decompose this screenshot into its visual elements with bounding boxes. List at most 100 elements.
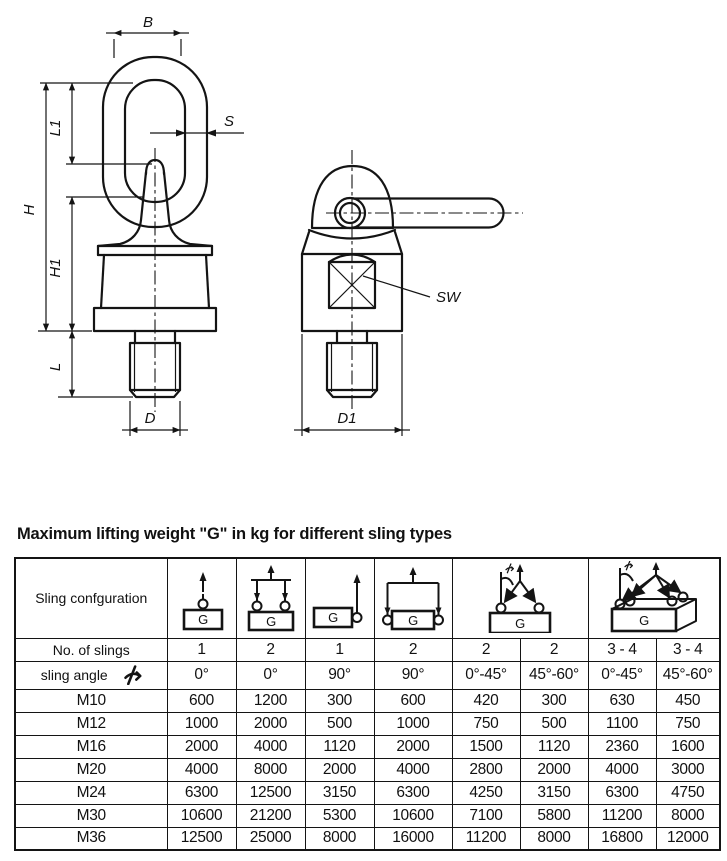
sling-angle-row: sling angle 0° 0° 90° 90° 0°-45° 45°-60°… — [14, 660, 721, 690]
weight-cell: 16000 — [373, 826, 453, 851]
weight-cell: 1000 — [373, 711, 453, 736]
sling-config-icon-6: G — [587, 557, 721, 639]
weight-cell: 16800 — [587, 826, 657, 851]
sling-angle-value: 0° — [166, 660, 237, 690]
weight-cell: 500 — [519, 711, 589, 736]
weight-cell: 600 — [373, 688, 453, 713]
weight-cell: 7100 — [451, 803, 521, 828]
weight-cell: 4000 — [166, 757, 237, 782]
sling-angle-value: 0°-45° — [451, 660, 521, 690]
weight-cell: 5300 — [304, 803, 375, 828]
weight-cell: 8000 — [519, 826, 589, 851]
weight-cell: 4000 — [373, 757, 453, 782]
dim-label-s: S — [224, 113, 234, 130]
svg-text:G: G — [639, 613, 649, 628]
weight-cell: 450 — [655, 688, 721, 713]
thread-size: M10 — [14, 688, 168, 713]
table-row: M20 4000 8000 2000 4000 2800 2000 4000 3… — [14, 757, 721, 782]
table-row: M36 12500 25000 8000 16000 11200 8000 16… — [14, 826, 721, 851]
no-of-slings-label: No. of slings — [14, 637, 168, 662]
weight-cell: 6300 — [373, 780, 453, 805]
weight-cell: 2000 — [519, 757, 589, 782]
weight-cell: 10600 — [373, 803, 453, 828]
weight-cell: 10600 — [166, 803, 237, 828]
one-sling-0deg-icon: G — [182, 572, 223, 631]
weight-cell: 300 — [519, 688, 589, 713]
slings-count: 3 - 4 — [587, 637, 657, 662]
weight-cell: 750 — [655, 711, 721, 736]
dim-label-l1: L1 — [47, 120, 64, 137]
slings-count: 2 — [373, 637, 453, 662]
sling-angle-label: sling angle — [40, 667, 108, 683]
thread-size: M36 — [14, 826, 168, 851]
thread-size: M24 — [14, 780, 168, 805]
weight-cell: 25000 — [235, 826, 306, 851]
two-slings-angled-icon: G — [488, 563, 552, 634]
weight-cell: 11200 — [587, 803, 657, 828]
svg-text:G: G — [515, 616, 525, 631]
weight-cell: 21200 — [235, 803, 306, 828]
lifting-weight-table: Sling confguration G G — [14, 557, 721, 851]
sling-config-icon-3: G — [304, 557, 375, 639]
slings-count: 2 — [451, 637, 521, 662]
sling-angle-value: 0°-45° — [587, 660, 657, 690]
dim-label-l: L — [47, 363, 64, 371]
table-row: M24 6300 12500 3150 6300 4250 3150 6300 … — [14, 780, 721, 805]
weight-cell: 3000 — [655, 757, 721, 782]
sling-config-icon-1: G — [166, 557, 237, 639]
weight-cell: 2000 — [235, 711, 306, 736]
sling-config-icon-2: G — [235, 557, 306, 639]
side-view: SW D1 — [294, 150, 523, 436]
weight-cell: 2000 — [304, 757, 375, 782]
technical-drawing: B S L1 H H1 L — [21, 14, 523, 436]
weight-cell: 3150 — [519, 780, 589, 805]
no-of-slings-row: No. of slings 1 2 1 2 2 2 3 - 4 3 - 4 — [14, 637, 721, 662]
dim-label-h: H — [21, 204, 38, 215]
two-slings-0deg-icon: G — [247, 565, 294, 632]
weight-cell: 8000 — [304, 826, 375, 851]
weight-cell: 4750 — [655, 780, 721, 805]
sling-config-label: Sling confguration — [14, 557, 168, 639]
weight-cell: 2000 — [166, 734, 237, 759]
table-row: M12 1000 2000 500 1000 750 500 1100 750 — [14, 711, 721, 736]
two-slings-90deg-icon: G — [382, 567, 444, 631]
sling-angle-value: 90° — [373, 660, 453, 690]
slings-count: 2 — [235, 637, 306, 662]
dim-label-b: B — [143, 14, 153, 31]
sling-config-row: Sling confguration G G — [14, 557, 721, 639]
weight-cell: 6300 — [166, 780, 237, 805]
weight-cell: 750 — [451, 711, 521, 736]
weight-cell: 5800 — [519, 803, 589, 828]
weight-cell: 1100 — [587, 711, 657, 736]
svg-text:G: G — [198, 612, 208, 627]
svg-text:G: G — [266, 614, 276, 629]
weight-cell: 12500 — [235, 780, 306, 805]
sling-angle-icon — [123, 665, 142, 685]
slings-count: 1 — [166, 637, 237, 662]
dim-label-d: D — [145, 410, 156, 427]
weight-cell: 4000 — [587, 757, 657, 782]
weight-cell: 3150 — [304, 780, 375, 805]
weight-cell: 2000 — [373, 734, 453, 759]
front-view — [92, 55, 218, 412]
sling-angle-value: 45°-60° — [519, 660, 589, 690]
weight-cell: 12500 — [166, 826, 237, 851]
weight-cell: 300 — [304, 688, 375, 713]
weight-cell: 4000 — [235, 734, 306, 759]
one-sling-90deg-icon: G — [312, 574, 362, 629]
thread-size: M20 — [14, 757, 168, 782]
weight-cell: 8000 — [655, 803, 721, 828]
weight-cell: 420 — [451, 688, 521, 713]
weight-cell: 500 — [304, 711, 375, 736]
weight-cell: 600 — [166, 688, 237, 713]
thread-size: M16 — [14, 734, 168, 759]
weight-cell: 1200 — [235, 688, 306, 713]
table-row: M30 10600 21200 5300 10600 7100 5800 112… — [14, 803, 721, 828]
thread-size: M12 — [14, 711, 168, 736]
weight-cell: 11200 — [451, 826, 521, 851]
slings-count: 3 - 4 — [655, 637, 721, 662]
weight-cell: 12000 — [655, 826, 721, 851]
table-row: M10 600 1200 300 600 420 300 630 450 — [14, 688, 721, 713]
thread-size: M30 — [14, 803, 168, 828]
